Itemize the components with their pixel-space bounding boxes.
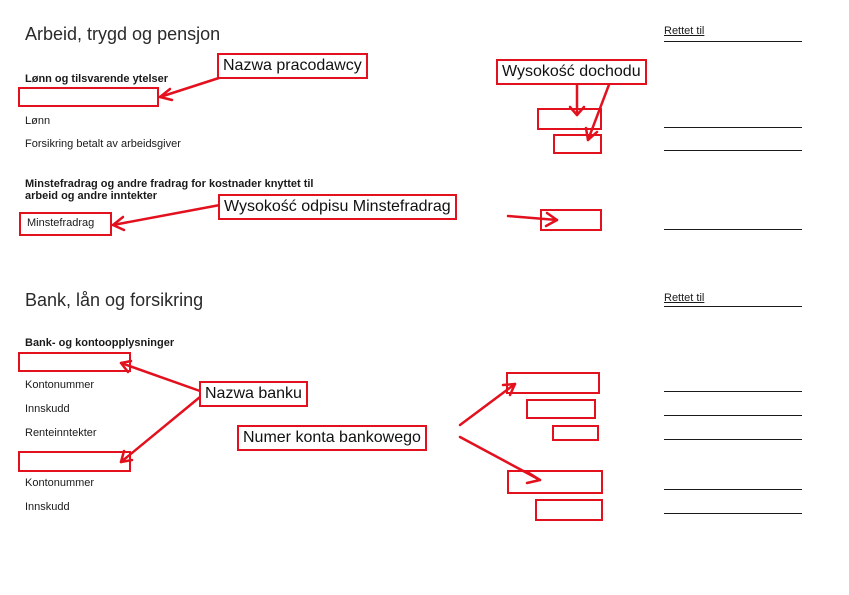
minstefradrag-highlight-box: [19, 212, 112, 236]
callout-income-amount: Wysokość dochodu: [496, 59, 647, 85]
callout-employer-name: Nazwa pracodawcy: [217, 53, 368, 79]
rettet-til-line-1: [664, 41, 802, 42]
callout-account-number: Numer konta bankowego: [237, 425, 427, 451]
rettet-til-label-1: Rettet til: [664, 25, 705, 37]
row-label-account-2: Kontonummer: [25, 477, 95, 489]
section-title-bank: Bank, lån og forsikring: [25, 290, 204, 310]
group-heading-bank: Bank- og kontoopplysninger: [25, 337, 175, 349]
rettet-til-line-2: [664, 306, 802, 307]
rettet-line-deposit-1: [664, 415, 802, 416]
row-label-insurance: Forsikring betalt av arbeidsgiver: [25, 138, 181, 150]
rettet-line-minstefradrag: [664, 229, 802, 230]
rettet-line-account-2: [664, 489, 802, 490]
callout-bank-name: Nazwa banku: [199, 381, 308, 407]
rettet-line-salary: [664, 127, 802, 128]
row-label-minstefradrag: Minstefradrag: [27, 217, 95, 229]
redacted-account-number-2: [507, 470, 603, 494]
redacted-deposit-2: [535, 499, 603, 521]
group-heading-deductions-2: arbeid og andre inntekter: [25, 190, 158, 202]
redacted-interest: [552, 425, 599, 441]
rettet-line-deposit-2: [664, 513, 802, 514]
section-title-work: Arbeid, trygd og pensjon: [25, 24, 221, 44]
redacted-minstefradrag-amount: [540, 209, 602, 231]
row-label-account-1: Kontonummer: [25, 379, 95, 391]
group-heading-deductions-1: Minstefradrag og andre fradrag for kostn…: [25, 178, 314, 190]
row-label-deposit-1: Innskudd: [25, 403, 70, 415]
row-label-salary: Lønn: [25, 115, 51, 127]
row-label-interest: Renteinntekter: [25, 427, 97, 439]
callout-minstefradrag-amount: Wysokość odpisu Minstefradrag: [218, 194, 457, 220]
redacted-deposit-1: [526, 399, 596, 419]
redacted-employer-name: [18, 87, 159, 107]
group-heading-salary: Lønn og tilsvarende ytelser: [25, 73, 169, 85]
rettet-line-insurance: [664, 150, 802, 151]
rettet-til-label-2: Rettet til: [664, 292, 705, 304]
redacted-account-number-1: [506, 372, 600, 394]
row-label-deposit-2: Innskudd: [25, 501, 70, 513]
rettet-line-account-1: [664, 391, 802, 392]
redacted-salary-amount: [537, 108, 602, 130]
redacted-insurance-amount: [553, 134, 602, 154]
rettet-line-interest: [664, 439, 802, 440]
